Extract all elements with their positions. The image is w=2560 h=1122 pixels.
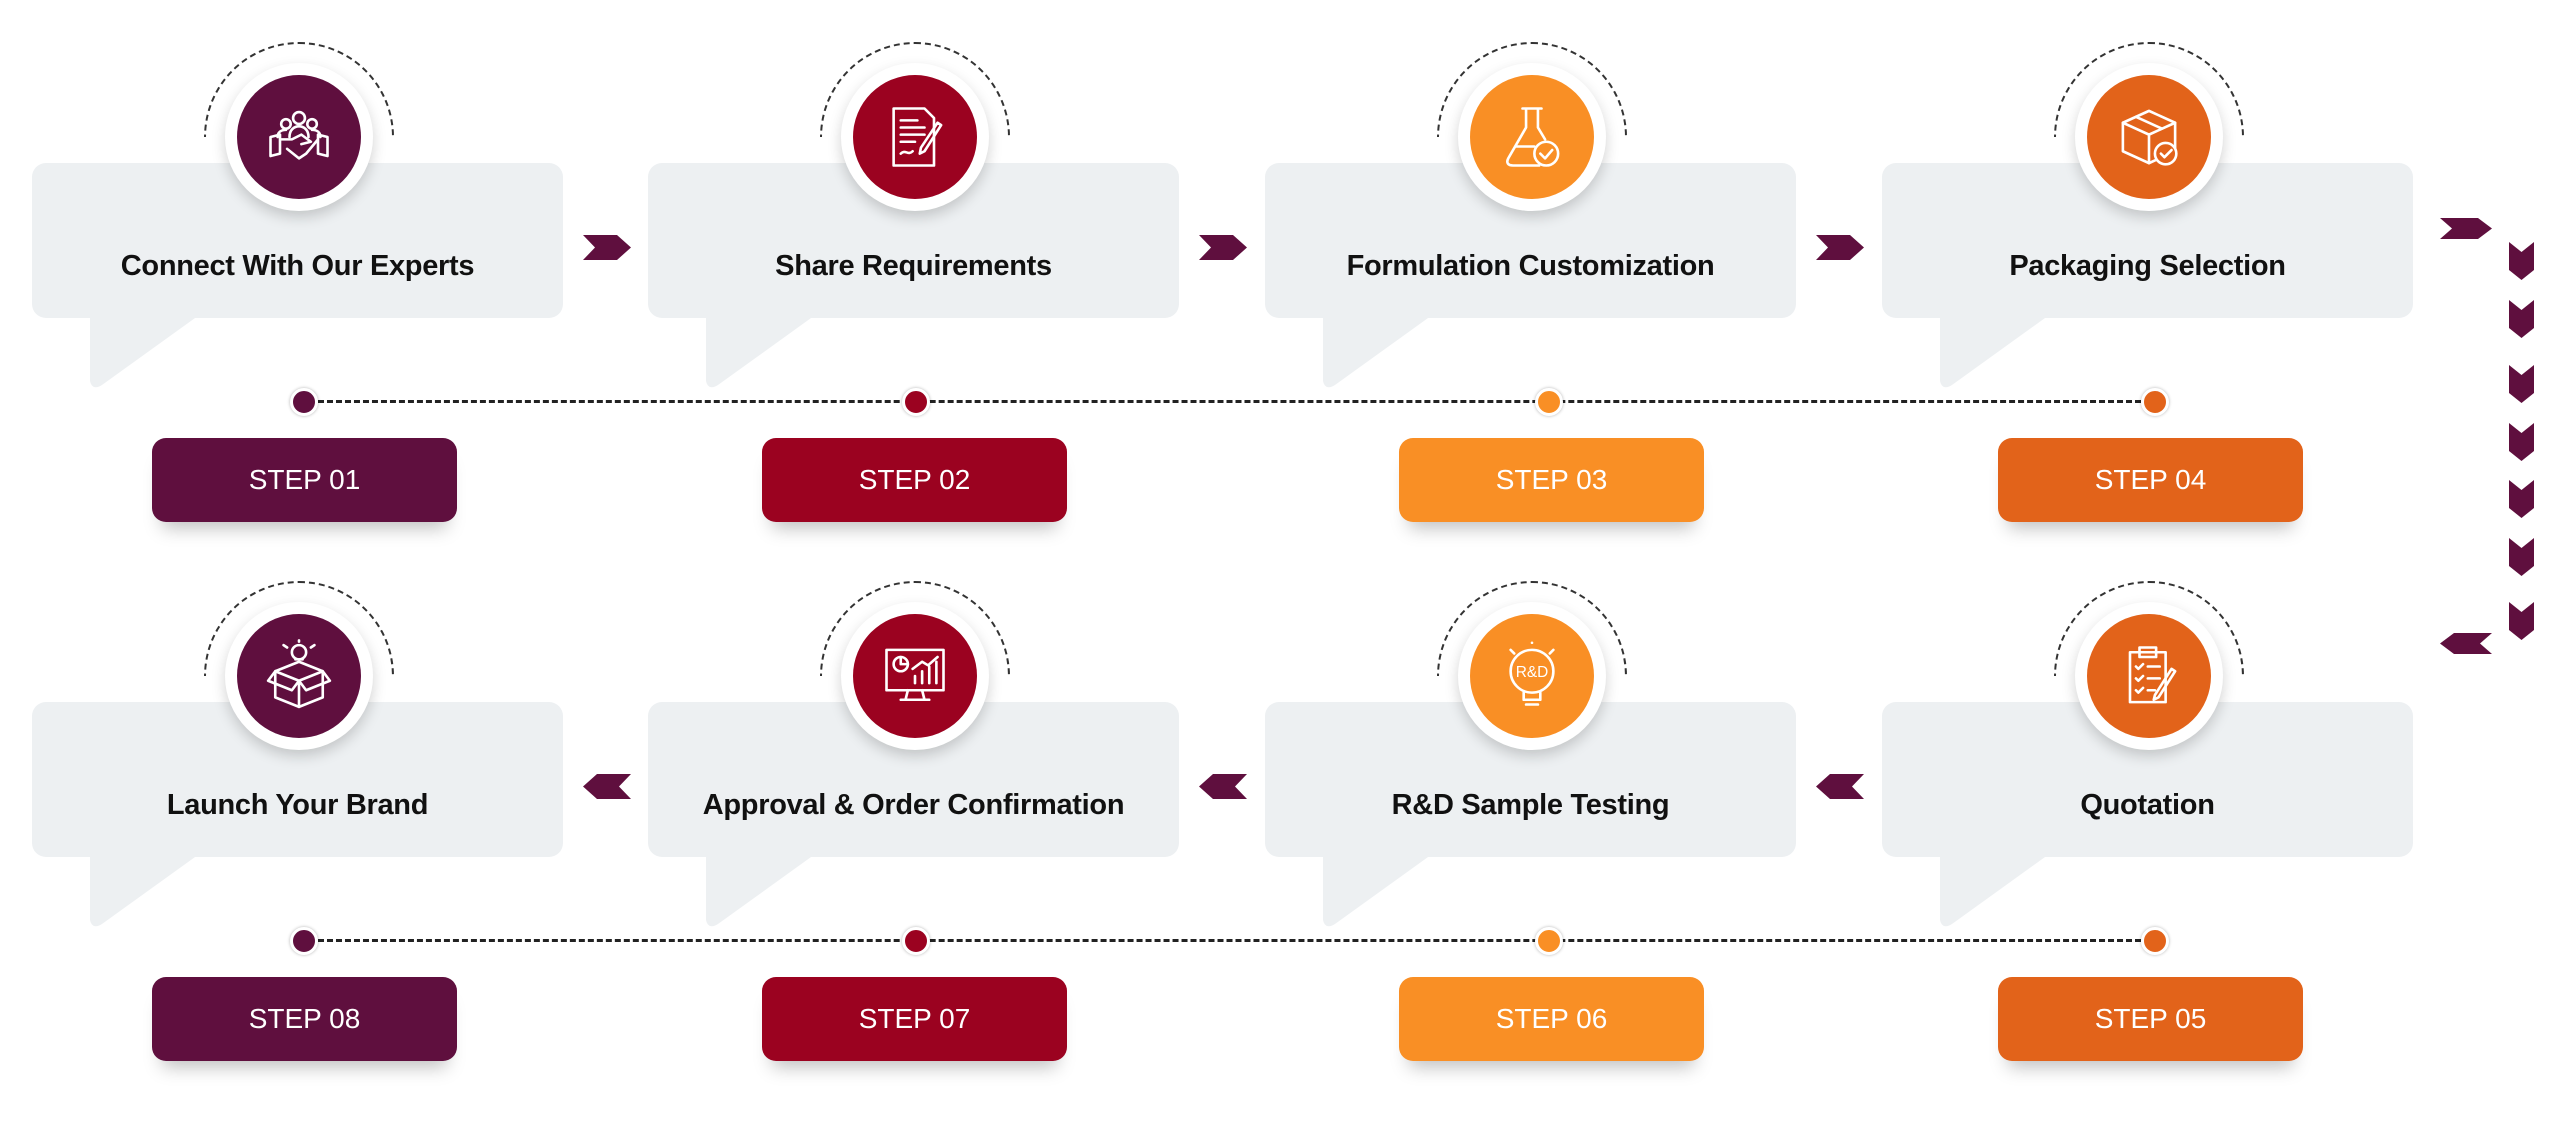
- arrow-left-icon: [2440, 633, 2492, 654]
- timeline-dot: [902, 927, 930, 955]
- step-number-badge: STEP 03: [1399, 438, 1704, 522]
- arrow-down-icon: [2509, 423, 2534, 461]
- timeline-dashed-line: [318, 939, 2141, 942]
- step-title: Share Requirements: [775, 250, 1052, 282]
- timeline-dot: [2141, 388, 2169, 416]
- timeline-dot: [1535, 388, 1563, 416]
- icon-badge: [225, 602, 373, 750]
- icon-badge: [841, 63, 989, 211]
- arrow-down-icon: [2509, 602, 2534, 640]
- flask-check-icon: [1506, 107, 1560, 167]
- handshake-team-icon: [269, 110, 329, 160]
- rnd-bulb-icon: R&D: [1509, 641, 1555, 706]
- document-pen-icon: [892, 107, 943, 167]
- monitor-chart-icon: [885, 648, 945, 702]
- arrow-down-icon: [2509, 365, 2534, 403]
- icon-circle: [2087, 614, 2211, 738]
- step-title: Connect With Our Experts: [120, 250, 475, 282]
- box-bulb-icon: [266, 639, 332, 709]
- timeline-dot: [1535, 927, 1563, 955]
- arrow-down-icon: [2509, 480, 2534, 518]
- icon-circle: [1470, 75, 1594, 199]
- step-number-badge: STEP 04: [1998, 438, 2303, 522]
- icon-circle: [853, 614, 977, 738]
- step-number-badge: STEP 02: [762, 438, 1067, 522]
- icon-circle: [2087, 75, 2211, 199]
- step-number-badge: STEP 06: [1399, 977, 1704, 1061]
- step-title: Quotation: [2080, 789, 2215, 821]
- arrow-down-icon: [2509, 538, 2534, 576]
- icon-badge: [225, 63, 373, 211]
- step-number-badge: STEP 07: [762, 977, 1067, 1061]
- step-title: R&D Sample Testing: [1391, 789, 1670, 821]
- icon-circle: [237, 614, 361, 738]
- icon-circle: [853, 75, 977, 199]
- icon-badge: [2075, 602, 2223, 750]
- arrow-left-icon: [1199, 774, 1247, 799]
- arrow-down-icon: [2509, 300, 2534, 338]
- timeline-dot: [290, 388, 318, 416]
- step-title: Launch Your Brand: [166, 789, 429, 821]
- box-check-icon: [2121, 109, 2178, 166]
- step-title: Approval & Order Confirmation: [702, 789, 1125, 821]
- arrow-left-icon: [583, 774, 631, 799]
- icon-badge: [841, 602, 989, 750]
- step-title: Formulation Customization: [1346, 250, 1715, 282]
- arrow-left-icon: [1816, 774, 1864, 799]
- step-number-badge: STEP 08: [152, 977, 457, 1061]
- svg-text:R&D: R&D: [1516, 664, 1549, 681]
- timeline-dot: [902, 388, 930, 416]
- icon-circle: R&D: [1470, 614, 1594, 738]
- arrow-right-icon: [583, 235, 631, 260]
- step-number-badge: STEP 01: [152, 438, 457, 522]
- icon-badge: [2075, 63, 2223, 211]
- arrow-right-icon: [1816, 235, 1864, 260]
- arrow-right-icon: [2440, 218, 2492, 239]
- icon-badge: [1458, 63, 1606, 211]
- step-title: Packaging Selection: [2009, 250, 2286, 282]
- clipboard-pen-icon: [2128, 646, 2177, 704]
- icon-circle: [237, 75, 361, 199]
- arrow-right-icon: [1199, 235, 1247, 260]
- timeline-dot: [290, 927, 318, 955]
- timeline-dot: [2141, 927, 2169, 955]
- step-number-badge: STEP 05: [1998, 977, 2303, 1061]
- arrow-down-icon: [2509, 242, 2534, 280]
- icon-badge: R&D: [1458, 602, 1606, 750]
- timeline-dashed-line: [318, 400, 2141, 403]
